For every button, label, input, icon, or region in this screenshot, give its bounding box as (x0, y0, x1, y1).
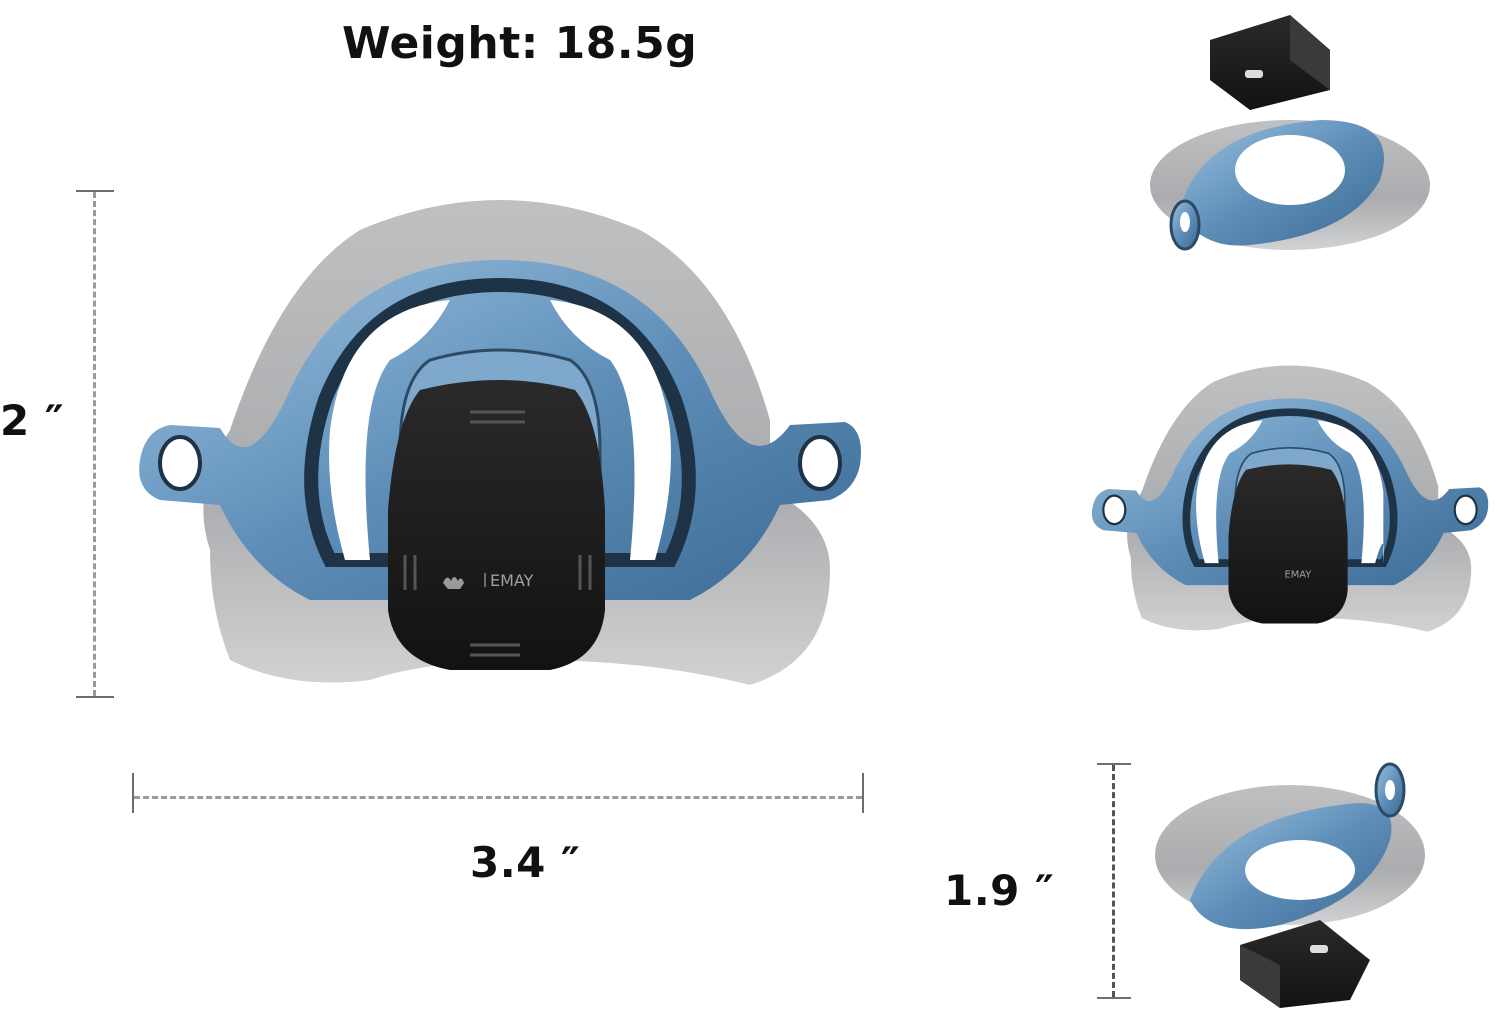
sensor-device (388, 380, 605, 670)
top-angled-view-image (1150, 15, 1430, 251)
hands-icon (443, 577, 464, 589)
width-dimension-label: 3.4 ″ (470, 838, 581, 887)
height-dimension-label: 2 ″ (0, 396, 65, 445)
bottom-angled-view-image (1155, 762, 1425, 1008)
depth-dimension-label: 1.9 ″ (944, 866, 1055, 915)
brand-logo-text: EMAY (490, 571, 534, 590)
front-view-small-image: EMAY (1091, 365, 1489, 632)
front-view-image: EMAY (139, 200, 861, 685)
svg-text:EMAY: EMAY (1285, 569, 1313, 580)
weight-label: Weight: 18.5g (342, 18, 698, 69)
